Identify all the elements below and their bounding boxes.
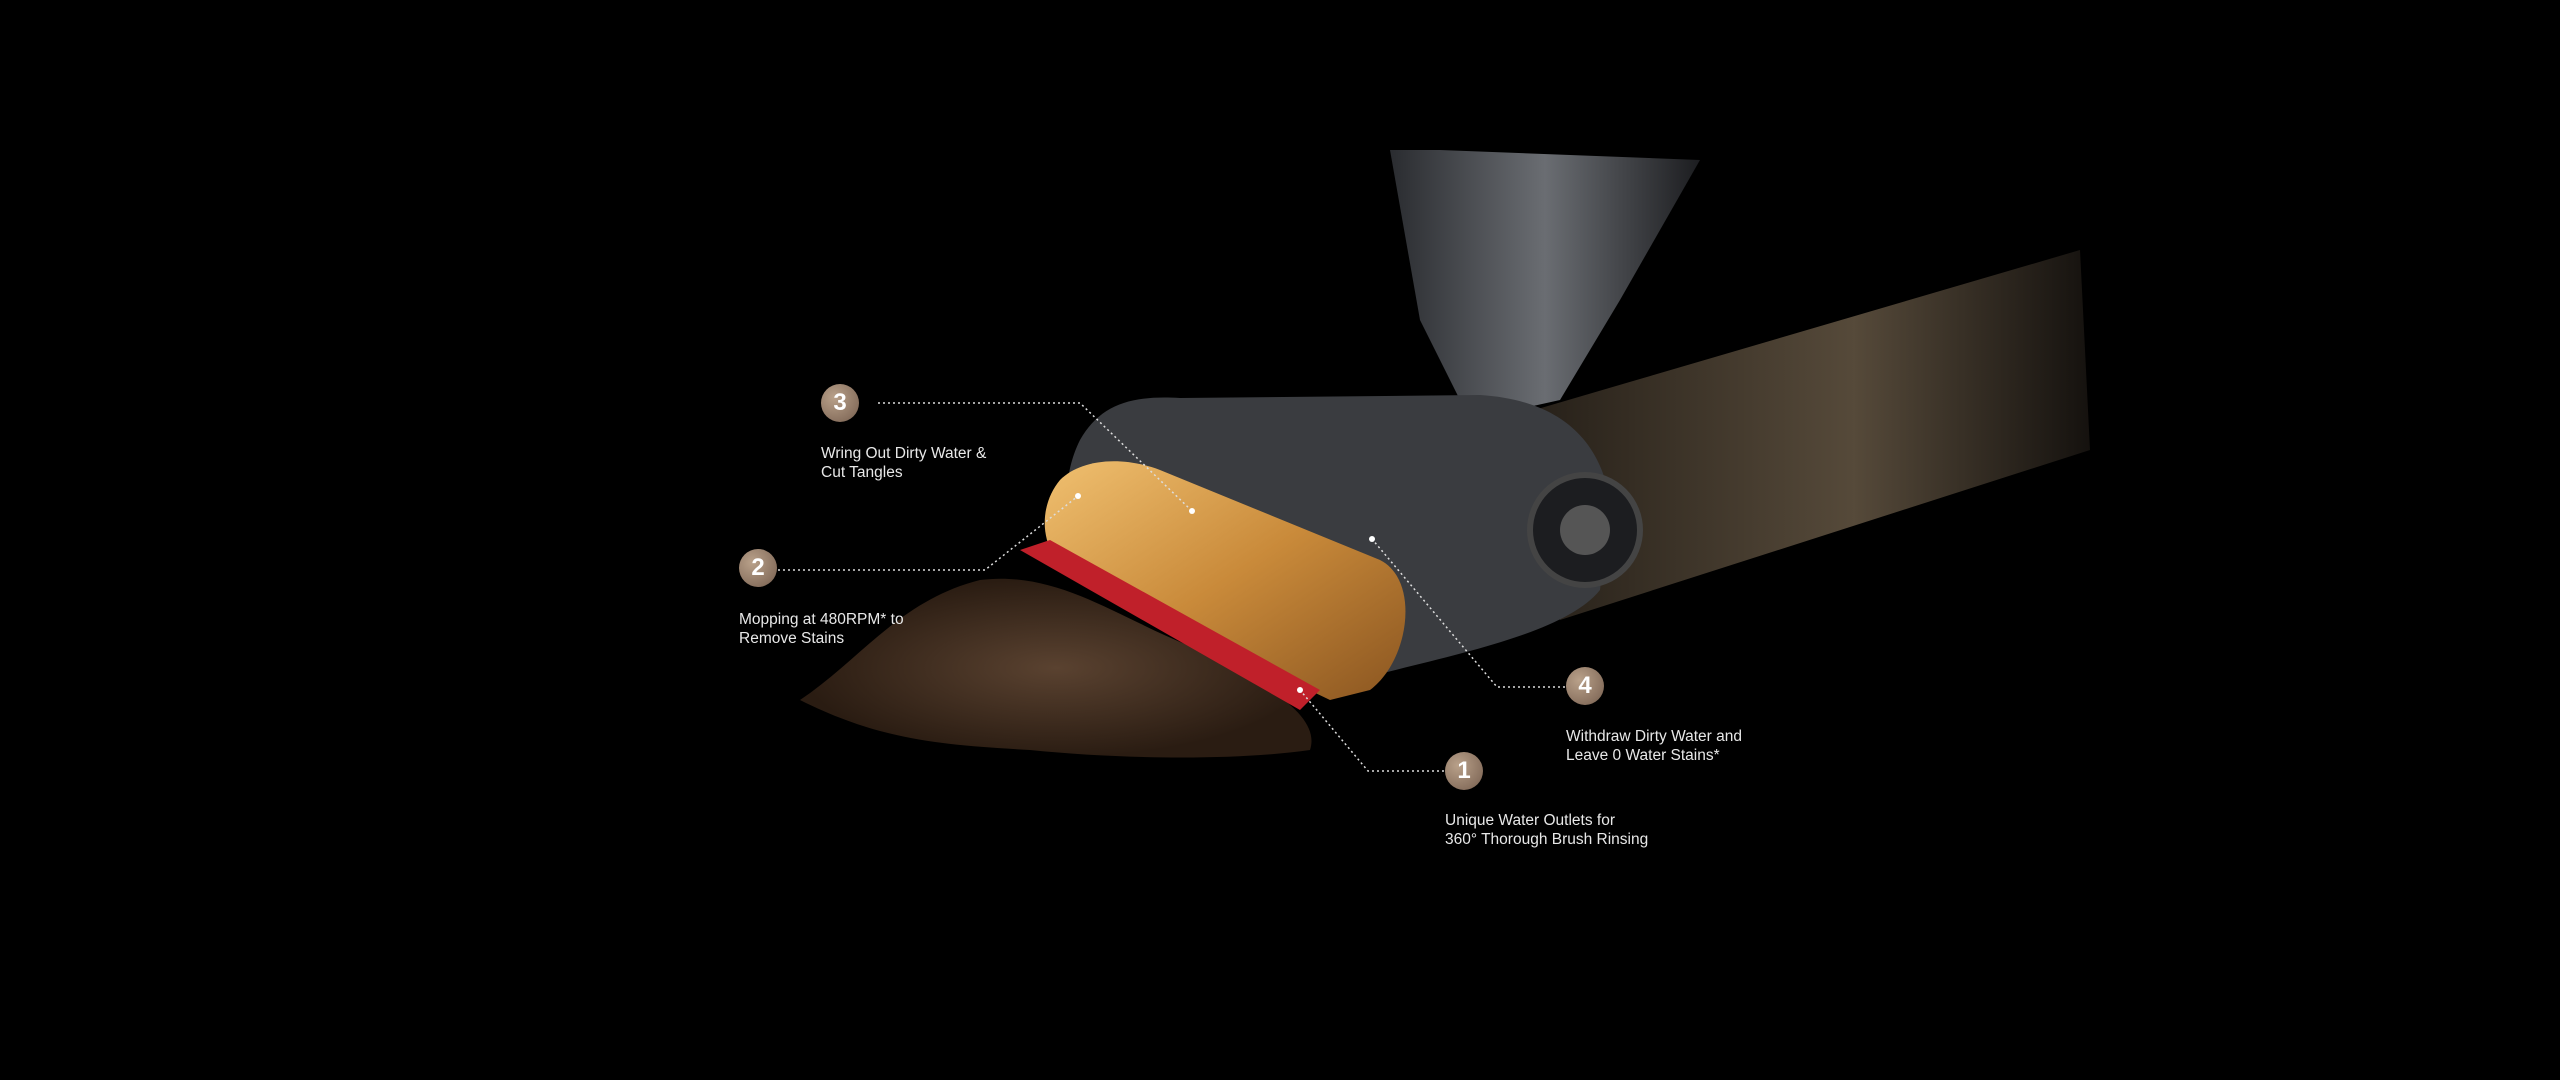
callout-label-2-line2: Remove Stains — [739, 630, 845, 647]
callout-line-2 — [778, 495, 1079, 571]
callout-line-1 — [1299, 689, 1444, 772]
callout-label-2: Mopping at 480RPM* to Remove Stains — [739, 610, 1099, 648]
callout-badge-4: 4 — [1566, 667, 1604, 705]
callout-label-3: Wring Out Dirty Water & Cut Tangles — [821, 444, 1181, 482]
callout-label-1-line2: 360° Thorough Brush Rinsing — [1445, 831, 1649, 848]
callout-label-3-line2: Cut Tangles — [821, 464, 903, 481]
callout-label-2-line1: Mopping at 480RPM* to — [739, 611, 904, 628]
callout-line-3 — [878, 402, 1193, 512]
callout-badge-1: 1 — [1445, 752, 1483, 790]
handle — [1390, 150, 1700, 420]
callout-label-3-line1: Wring Out Dirty Water & — [821, 445, 987, 462]
callout-label-4-line2: Leave 0 Water Stains* — [1566, 747, 1720, 764]
callout-label-1: Unique Water Outlets for 360° Thorough B… — [1445, 811, 1805, 849]
callout-label-4-line1: Withdraw Dirty Water and — [1566, 728, 1742, 745]
brush-roller — [1044, 461, 1406, 700]
callout-label-1-line1: Unique Water Outlets for — [1445, 812, 1615, 829]
floor-trail — [1500, 250, 2090, 620]
callout-badge-2: 2 — [739, 549, 777, 587]
callout-badge-3: 3 — [821, 384, 859, 422]
red-squeegee — [1020, 540, 1320, 710]
callout-label-4: Withdraw Dirty Water and Leave 0 Water S… — [1566, 727, 1926, 765]
dirty-spill — [800, 578, 1312, 758]
